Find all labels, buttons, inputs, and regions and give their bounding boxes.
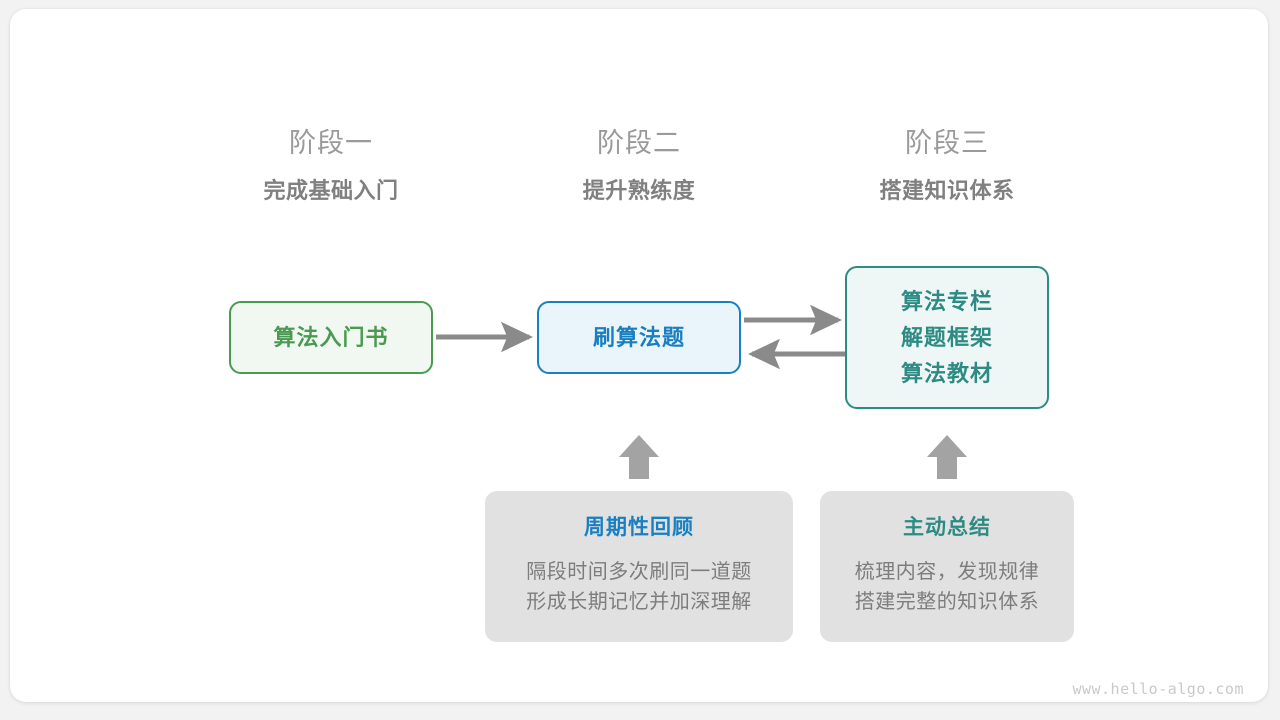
stage-heading-2: 阶段二 提升熟练度 — [509, 126, 769, 206]
stage-heading-3: 阶段三 搭建知识体系 — [817, 126, 1077, 206]
watermark: www.hello-algo.com — [1072, 680, 1244, 698]
stage-2-goal: 提升熟练度 — [582, 178, 696, 203]
flow-box-system[interactable]: 算法专栏 解题框架 算法教材 — [845, 266, 1049, 409]
flow-box-book[interactable]: 算法入门书 — [229, 301, 433, 374]
stage-heading-1: 阶段一 完成基础入门 — [201, 126, 461, 206]
stage-3-name: 阶段三 — [905, 128, 989, 158]
tip-summary-line-2: 搭建完整的知识体系 — [854, 591, 1040, 613]
flow-box-practice-label: 刷算法题 — [592, 324, 685, 350]
tip-summary-title: 主动总结 — [903, 516, 991, 539]
stage-1-name: 阶段一 — [289, 128, 373, 158]
flow-box-system-line-2: 解题框架 — [900, 324, 993, 350]
flow-box-system-line-3: 算法教材 — [900, 360, 993, 386]
tip-summary-body: 梳理内容，发现规律 搭建完整的知识体系 — [855, 557, 1040, 617]
tip-box-review[interactable]: 周期性回顾 隔段时间多次刷同一道题 形成长期记忆并加深理解 — [485, 491, 793, 642]
tip-summary-line-1: 梳理内容，发现规律 — [854, 561, 1040, 583]
stage-2-name: 阶段二 — [597, 128, 681, 158]
tip-review-title: 周期性回顾 — [584, 516, 694, 539]
stage-1-goal: 完成基础入门 — [263, 178, 399, 203]
tip-review-line-1: 隔段时间多次刷同一道题 — [526, 561, 752, 583]
tip-review-body: 隔段时间多次刷同一道题 形成长期记忆并加深理解 — [526, 557, 752, 617]
flow-box-practice[interactable]: 刷算法题 — [537, 301, 741, 374]
tip-box-summary[interactable]: 主动总结 梳理内容，发现规律 搭建完整的知识体系 — [820, 491, 1074, 642]
stage-3-goal: 搭建知识体系 — [879, 178, 1015, 203]
flow-box-system-line-1: 算法专栏 — [900, 288, 993, 314]
tip-review-line-2: 形成长期记忆并加深理解 — [526, 591, 752, 613]
flow-box-book-label: 算法入门书 — [273, 324, 389, 350]
